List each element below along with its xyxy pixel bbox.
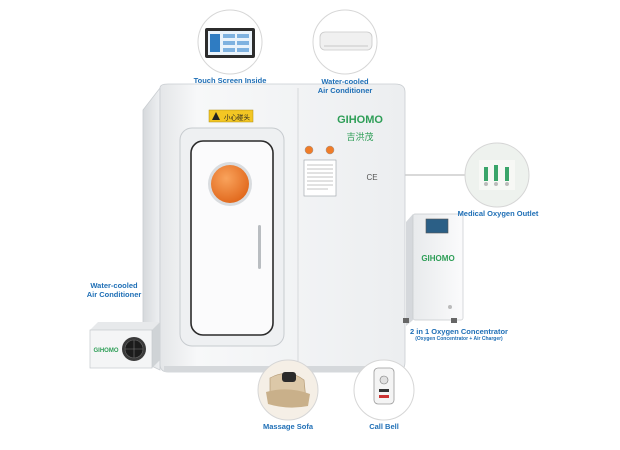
concentrator-screen xyxy=(425,218,449,234)
indoor-ac-label: Water-cooled Air Conditioner xyxy=(317,77,373,95)
outdoor-ac-unit: GIHOMO xyxy=(89,322,160,369)
concentrator-brand-logo: GIHOMO xyxy=(421,254,454,263)
outdoor-unit-brand: GIHOMO xyxy=(94,348,119,354)
oxygen-concentrator-label: 2 in 1 Oxygen Concentrator (Oxygen Conce… xyxy=(398,327,520,342)
pressure-gauge xyxy=(304,145,314,155)
oxygen-gauge xyxy=(325,145,335,155)
call-bell-label: Call Bell xyxy=(369,422,399,431)
touch-screen-label: Touch Screen Inside xyxy=(193,76,267,85)
oxygen-concentrator-unit: GIHOMO xyxy=(403,213,464,326)
hyperbaric-chamber: 小心碰头 GIHOMO 吉洪茂 CE xyxy=(142,83,406,373)
call-bell-icon xyxy=(373,367,395,405)
outdoor-ac-label: Water-cooled Air Conditioner xyxy=(86,281,142,299)
chamber-brand-cn: 吉洪茂 xyxy=(346,131,373,143)
info-plate xyxy=(303,159,337,197)
chamber-brand-logo: GIHOMO xyxy=(337,114,383,126)
warning-sign xyxy=(208,109,254,123)
warning-sign-text: 小心碰头 xyxy=(224,113,251,122)
oxygen-concentrator-sublabel: (Oxygen Concentrator + Air Charger) xyxy=(415,336,503,342)
air-conditioner-icon xyxy=(319,31,373,51)
oxygen-outlet-icon xyxy=(479,160,515,190)
door-handle xyxy=(258,225,261,269)
callout-circles xyxy=(197,9,530,421)
ce-mark: CE xyxy=(366,173,377,182)
porthole-window xyxy=(211,165,249,203)
massage-sofa-label: Massage Sofa xyxy=(262,422,314,431)
massage-sofa-icon xyxy=(266,372,310,408)
oxygen-outlet-label: Medical Oxygen Outlet xyxy=(457,209,539,218)
